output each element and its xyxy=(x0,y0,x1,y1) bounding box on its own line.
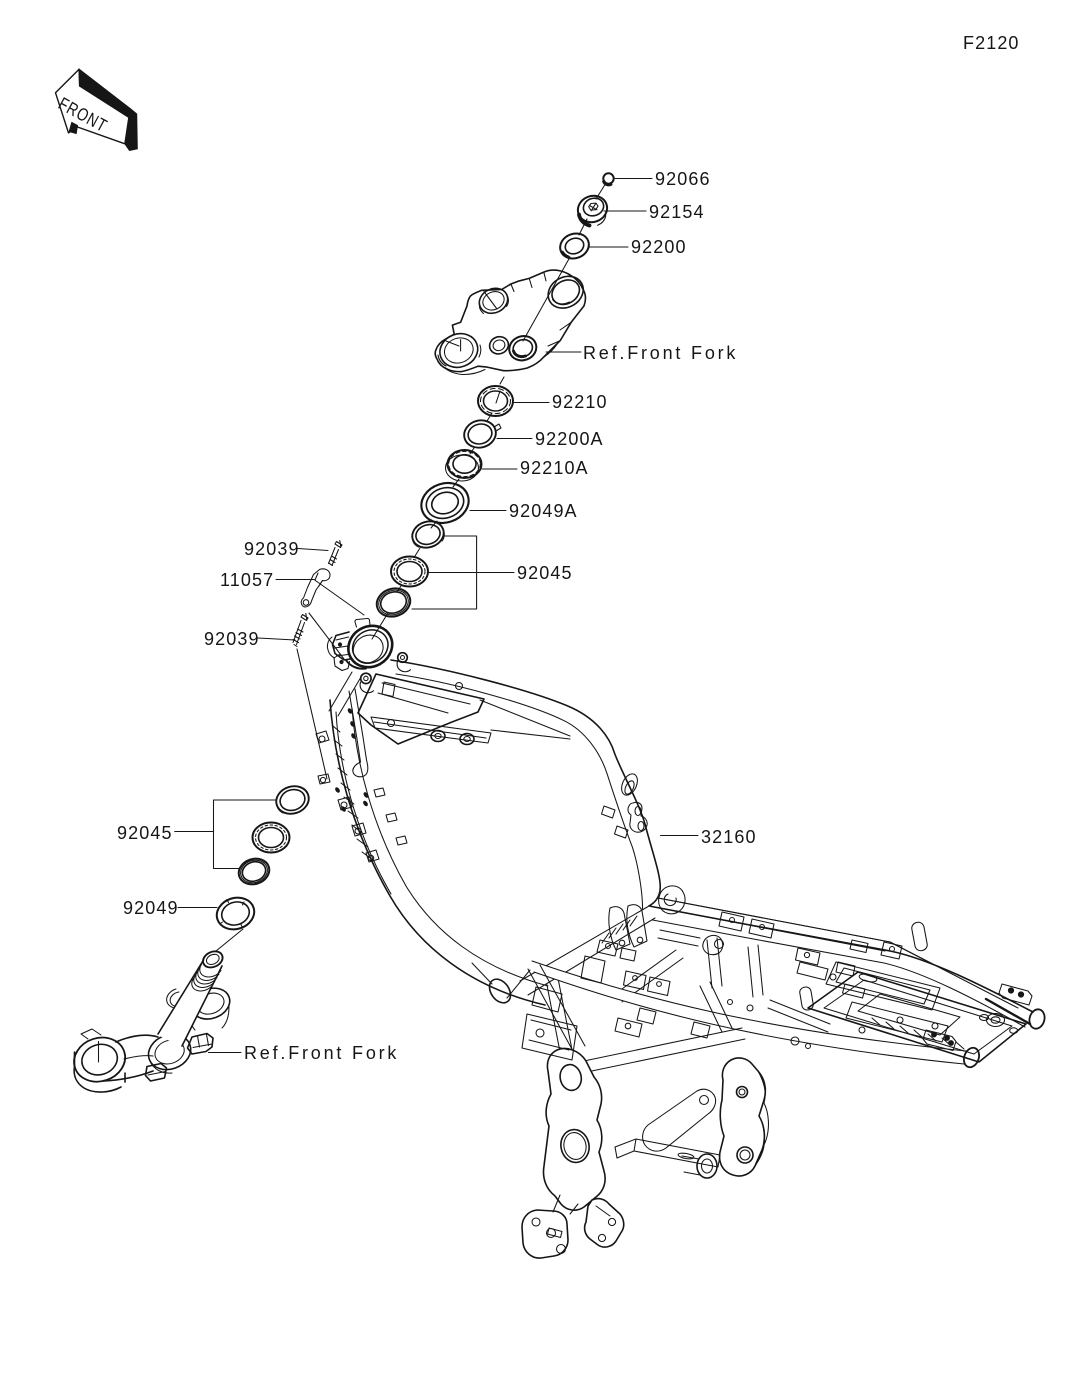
svg-text:11057: 11057 xyxy=(220,570,274,590)
svg-text:92154: 92154 xyxy=(649,202,705,222)
svg-text:92210A: 92210A xyxy=(520,458,589,478)
svg-text:92049A: 92049A xyxy=(509,501,578,521)
svg-text:92039: 92039 xyxy=(244,539,300,559)
svg-text:92200A: 92200A xyxy=(535,429,604,449)
svg-text:32160: 32160 xyxy=(701,827,757,847)
svg-text:92200: 92200 xyxy=(631,237,687,257)
svg-text:F2120: F2120 xyxy=(963,33,1020,53)
svg-text:92045: 92045 xyxy=(117,823,173,843)
svg-text:92210: 92210 xyxy=(552,392,608,412)
svg-text:92039: 92039 xyxy=(204,629,260,649)
svg-text:92066: 92066 xyxy=(655,169,711,189)
svg-text:92049: 92049 xyxy=(123,898,179,918)
svg-text:Ref.Front Fork: Ref.Front Fork xyxy=(583,343,738,363)
svg-text:Ref.Front Fork: Ref.Front Fork xyxy=(244,1043,399,1063)
svg-text:92045: 92045 xyxy=(517,563,573,583)
